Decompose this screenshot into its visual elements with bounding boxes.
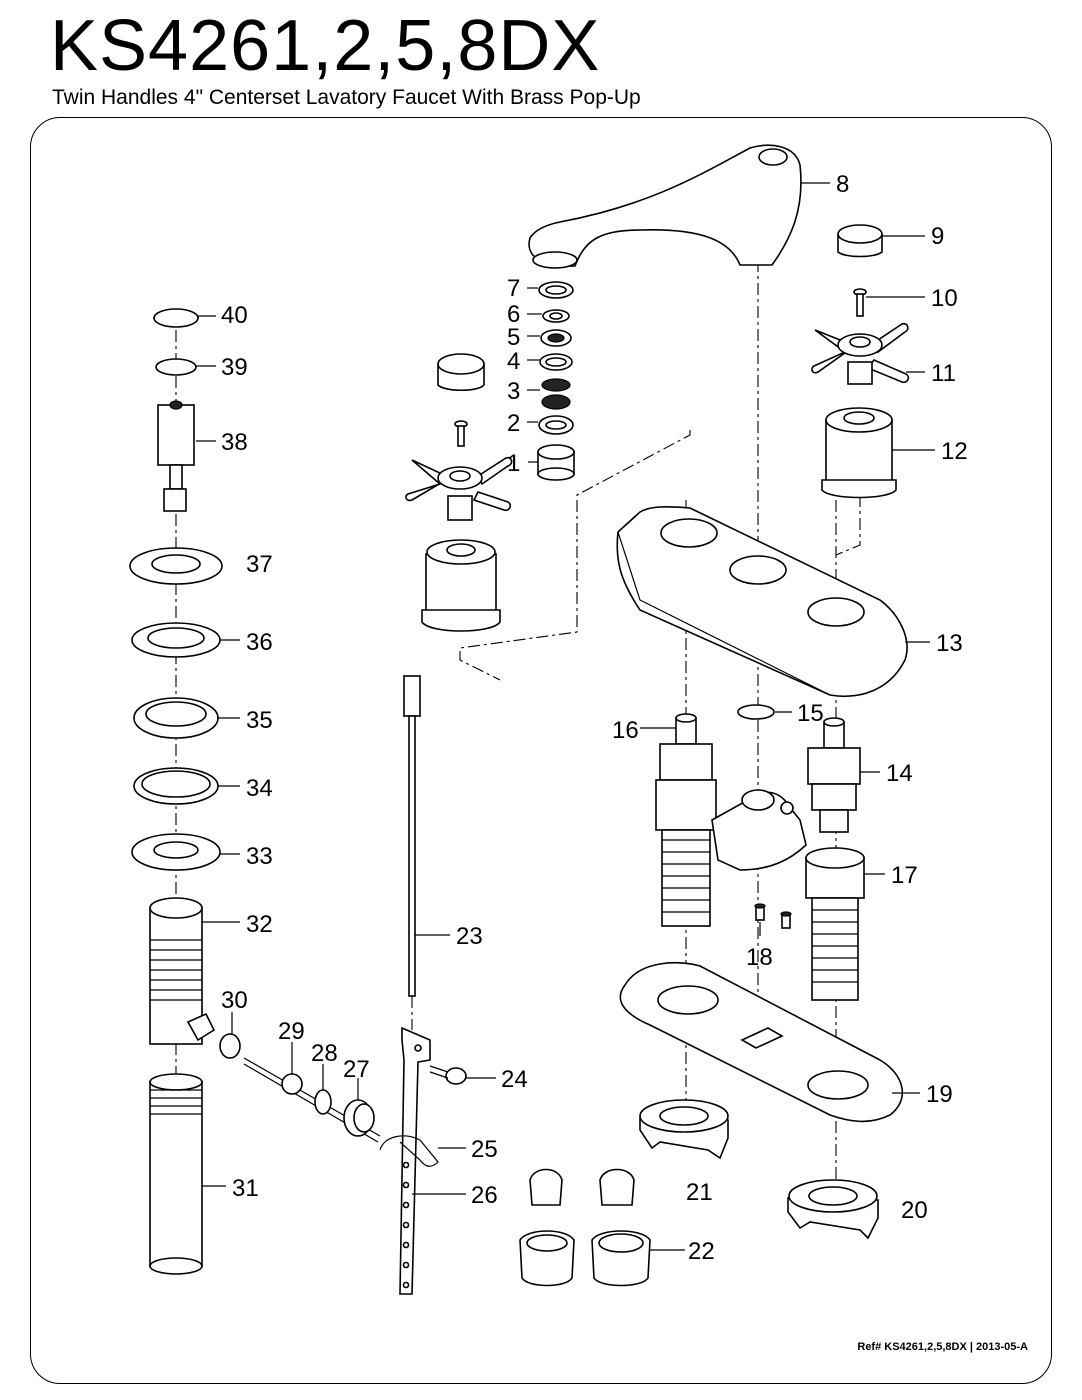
part-9-handle-cap	[837, 224, 883, 258]
part-23-lift-rod	[403, 675, 421, 997]
callout-leader-lines	[196, 182, 935, 1251]
part-32-drain-body	[149, 897, 216, 1045]
part-16-left-valve-body	[655, 713, 717, 927]
callout-2: 2	[507, 410, 520, 437]
callout-28: 28	[311, 1040, 338, 1067]
callout-17: 17	[891, 862, 918, 889]
callout-20: 20	[901, 1197, 928, 1224]
callout-16: 16	[612, 717, 639, 744]
callout-10: 10	[931, 285, 958, 312]
callout-29: 29	[278, 1018, 305, 1045]
part-25-spring-clip	[379, 1135, 439, 1167]
callout-12: 12	[941, 438, 968, 465]
part-27-pivot-nut	[343, 1099, 375, 1137]
callout-11: 11	[931, 360, 956, 387]
part-36-drain-gasket	[131, 622, 221, 658]
callout-1: 1	[507, 450, 520, 477]
part-35-drain-washer	[133, 697, 219, 739]
callout-15: 15	[797, 700, 824, 727]
callout-7: 7	[507, 275, 520, 302]
callout-26: 26	[471, 1182, 498, 1209]
callout-39: 39	[221, 354, 248, 381]
part-39-o-ring	[155, 358, 197, 376]
callout-5: 5	[507, 324, 520, 351]
callout-numbers: 1 2 3 4 5 6 7 8 9 10 11 12 13 14 15 16 1…	[221, 171, 968, 1265]
part-40-drain-cap	[153, 308, 200, 328]
part-20-locknut	[787, 1179, 879, 1240]
callout-36: 36	[246, 629, 273, 656]
model-number-title: KS4261,2,5,8DX	[50, 6, 601, 86]
callout-33: 33	[246, 843, 273, 870]
callout-35: 35	[246, 707, 273, 734]
part-22-coupling-nuts	[519, 1168, 651, 1287]
part-24-thumbscrew	[429, 1065, 467, 1085]
callout-22: 22	[688, 1238, 715, 1265]
callout-25: 25	[471, 1136, 498, 1163]
part-11-cross-handle	[811, 322, 910, 385]
reference-number: Ref# KS4261,2,5,8DX | 2013-05-A	[857, 1341, 1028, 1353]
product-subtitle: Twin Handles 4" Centerset Lavatory Fauce…	[52, 86, 641, 109]
left-handle-assembly	[405, 353, 513, 632]
part-31-tailpiece	[149, 1073, 203, 1275]
part-15-o-ring	[737, 704, 775, 720]
callout-3: 3	[507, 378, 520, 405]
part-28-pivot-washer	[314, 1089, 332, 1115]
part-19-base-gasket	[619, 961, 904, 1123]
callout-9: 9	[931, 223, 944, 250]
callout-38: 38	[221, 429, 248, 456]
part-10-handle-screw	[853, 288, 867, 317]
callout-8: 8	[836, 171, 849, 198]
callout-13: 13	[936, 630, 963, 657]
parts-1-7-aerator-stack	[537, 281, 575, 481]
callout-24: 24	[501, 1066, 528, 1093]
callout-37: 37	[246, 551, 273, 578]
callout-34: 34	[246, 775, 273, 802]
callout-23: 23	[456, 923, 483, 950]
callout-32: 32	[246, 911, 273, 938]
callout-40: 40	[221, 302, 248, 329]
part-17-right-shank	[805, 847, 865, 1001]
part-26-clevis-strap	[399, 1026, 431, 1295]
part-37-drain-flange	[129, 547, 223, 585]
part-38-pop-up-stopper	[157, 400, 195, 512]
callout-4: 4	[507, 348, 520, 375]
part-12-escutcheon	[821, 407, 897, 499]
callout-14: 14	[886, 760, 913, 787]
part-30-pivot-seal	[219, 1033, 241, 1059]
part-34-drain-gasket	[133, 767, 219, 805]
part-8-spout	[528, 144, 802, 269]
part-13-deck-plate	[616, 506, 908, 697]
callout-18: 18	[746, 944, 773, 971]
part-33-friction-washer	[131, 833, 221, 871]
callout-6: 6	[507, 301, 520, 328]
callout-19: 19	[926, 1081, 953, 1108]
part-18-screws	[754, 903, 792, 929]
callout-27: 27	[343, 1056, 370, 1083]
valve-bridge	[711, 789, 807, 871]
part-21-locknut	[639, 1099, 729, 1160]
callout-31: 31	[232, 1175, 259, 1202]
part-14-right-cartridge	[807, 717, 861, 833]
callout-21: 21	[686, 1179, 713, 1206]
diagram-frame	[30, 117, 1052, 1384]
callout-30: 30	[221, 987, 248, 1014]
